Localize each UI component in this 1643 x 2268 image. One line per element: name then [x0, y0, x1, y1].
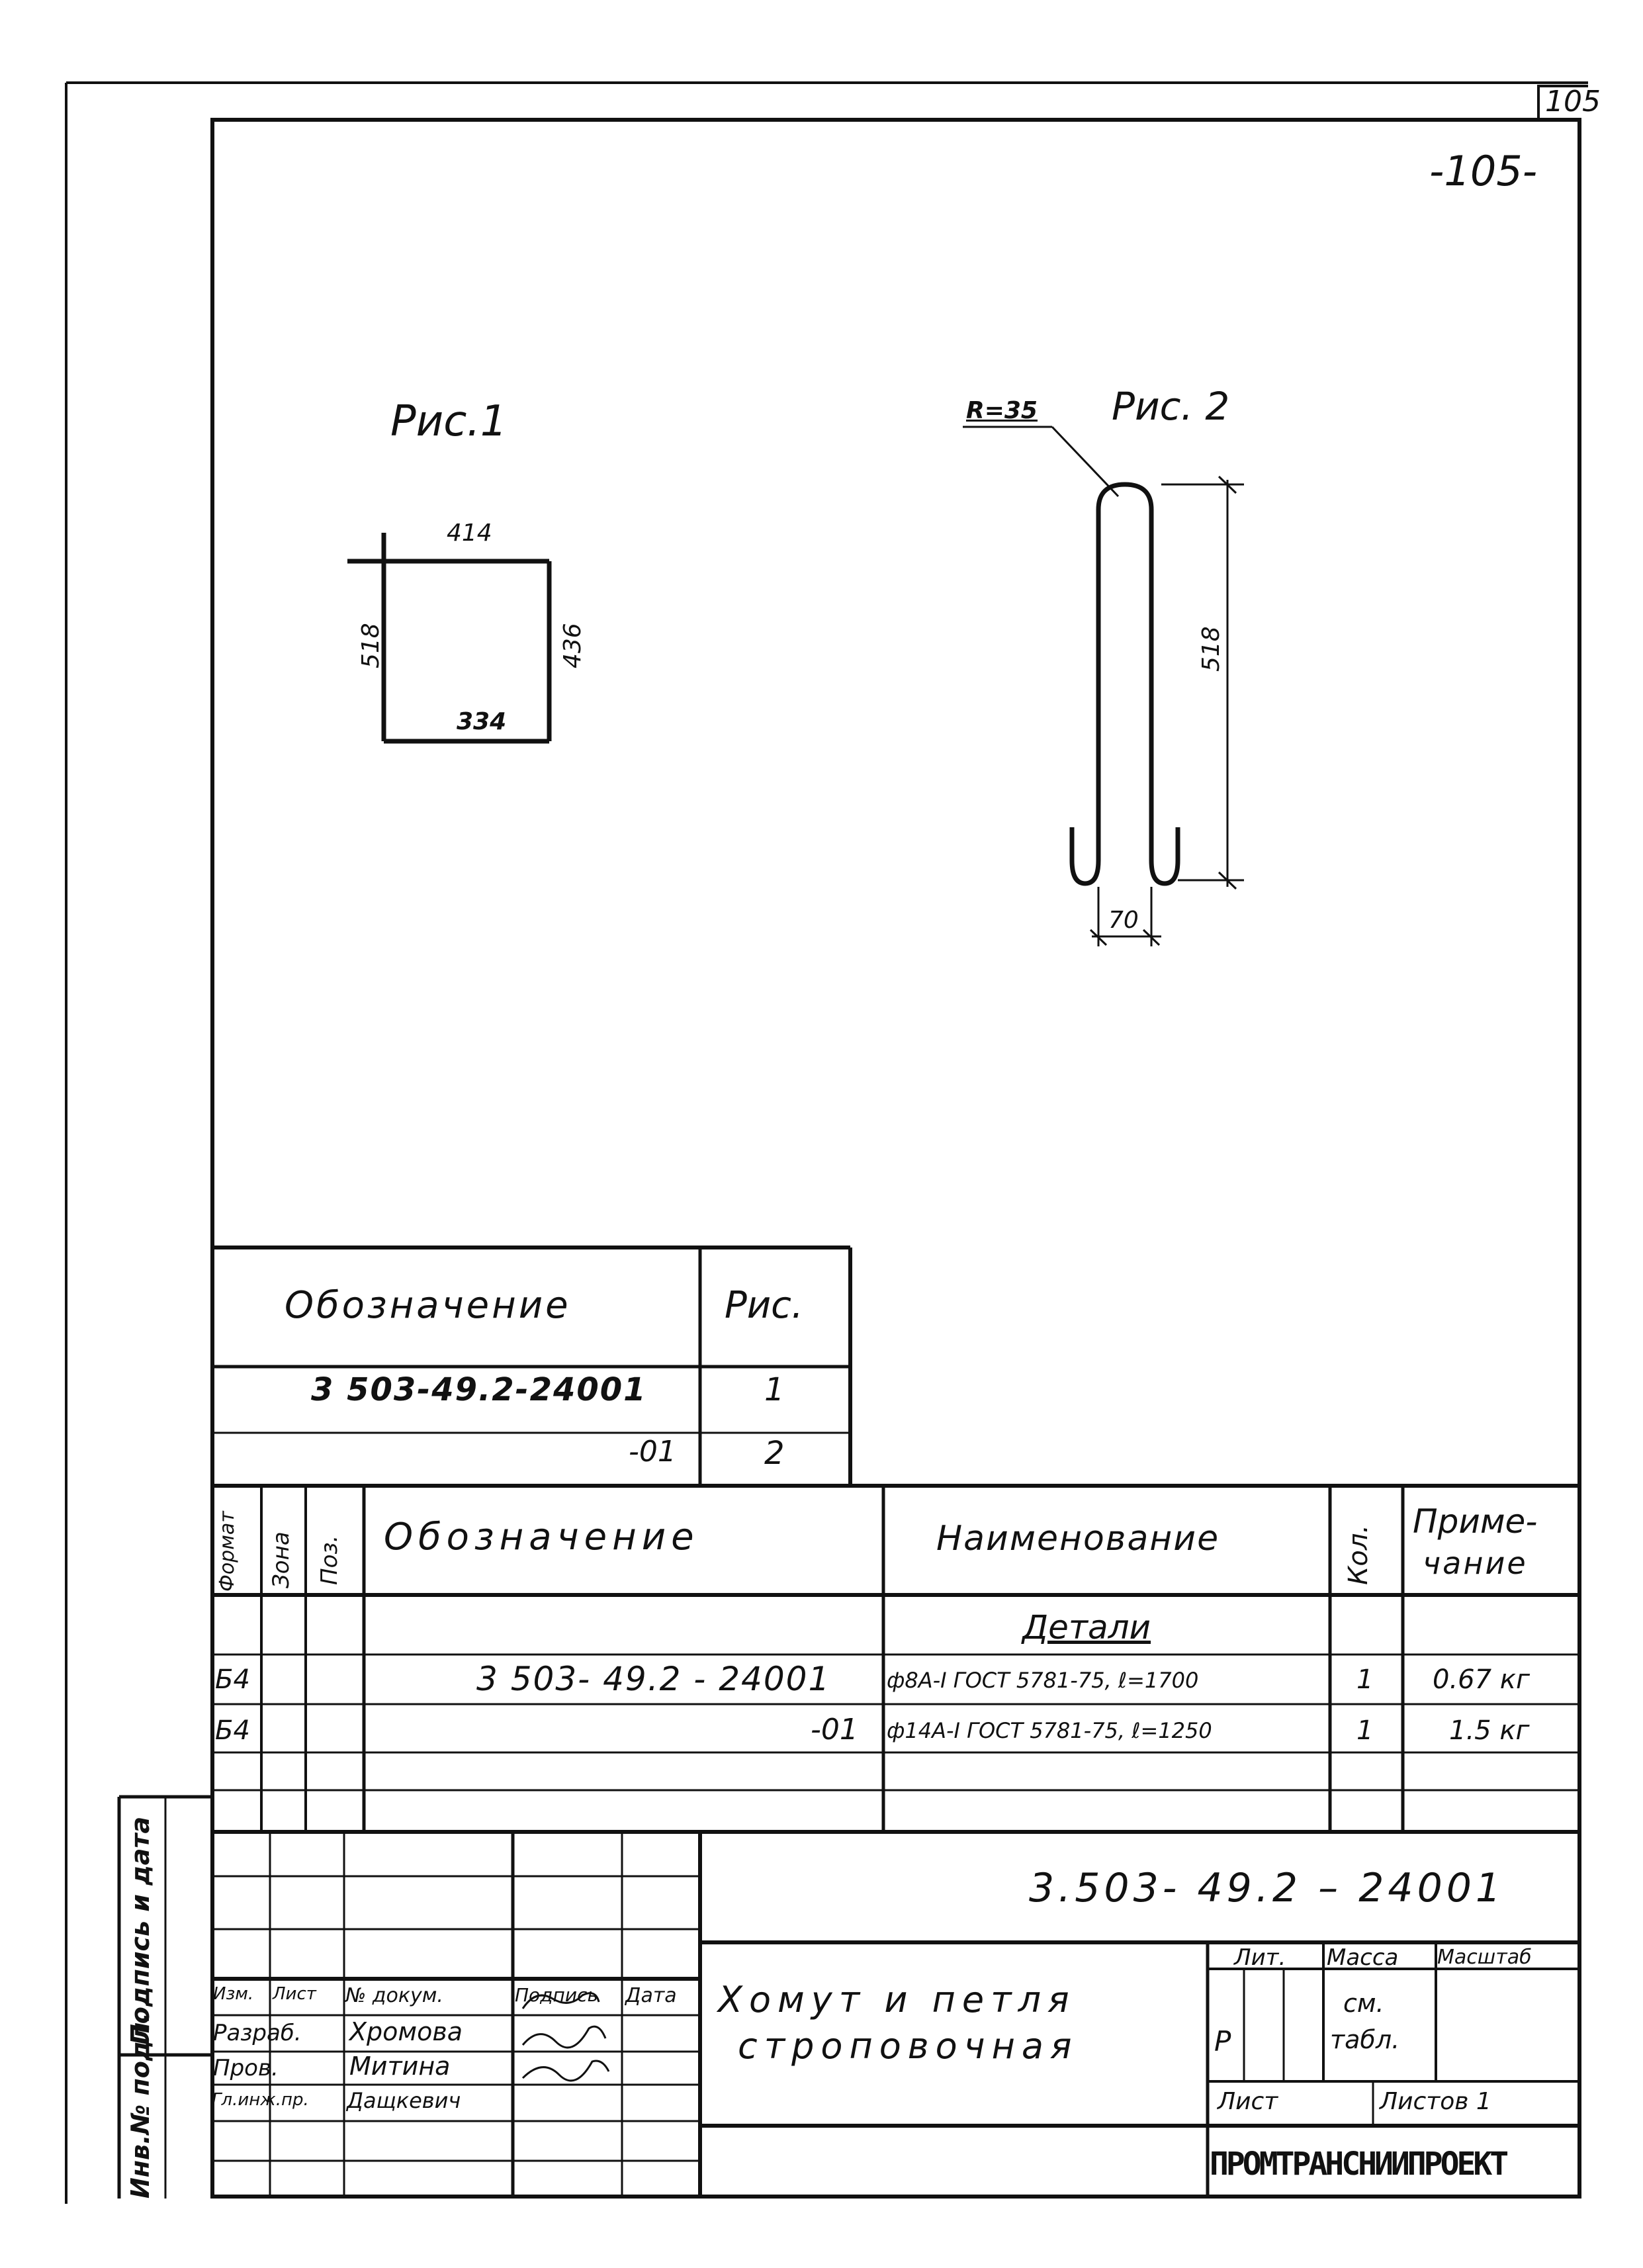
- spec-row-2-note: 1.5 кг: [1449, 1715, 1530, 1746]
- stamp-name-3: Дащкевич: [347, 2088, 461, 2113]
- fig1-dim-top: 414: [447, 520, 492, 547]
- figure-2-loop: [1069, 482, 1180, 886]
- spec-row-1-qty: 1: [1356, 1664, 1374, 1695]
- stamp-col-sign: Подпись: [515, 1984, 598, 2006]
- spec-header-note-1: Приме-: [1413, 1502, 1538, 1541]
- title-scale-header: Масштаб: [1437, 1946, 1532, 1969]
- stamp-role-1: Разраб.: [213, 2020, 302, 2046]
- title-organization: ПРОМТРАНСНИИПРОЕКТ: [1210, 2146, 1509, 2183]
- stamp-col-doc: № докум.: [345, 1984, 443, 2007]
- fig1-dim-left: 518: [357, 623, 384, 668]
- spec-row-1-note: 0.67 кг: [1433, 1664, 1530, 1695]
- title-mass-value-1: см.: [1343, 1989, 1384, 2018]
- title-lit-header: Лит.: [1234, 1944, 1286, 1971]
- figure-1-stirrup: [347, 533, 552, 744]
- spec-header-name: Наименование: [936, 1519, 1220, 1559]
- spec-header-designation: Обозначение: [384, 1516, 699, 1559]
- figure-1-label: Рис.1: [390, 397, 508, 446]
- small-table-row-2-designation: -01: [629, 1435, 676, 1469]
- page-number-corner: 105: [1545, 85, 1601, 118]
- spec-row-2-format: Б4: [215, 1715, 250, 1746]
- title-mass-value-2: табл.: [1330, 2025, 1400, 2054]
- stamp-role-3: Гл.инж.пр.: [212, 2090, 309, 2110]
- stamp-name-2: Митина: [349, 2052, 451, 2081]
- small-table-row-1-designation: 3 503-49.2-24001: [311, 1371, 647, 1408]
- title-sheets-label: Листов 1: [1380, 2088, 1491, 2115]
- fig1-dim-right: 436: [559, 623, 586, 668]
- spec-header-zone: Зона: [268, 1531, 294, 1588]
- spec-header-note-2: чание: [1423, 1545, 1528, 1581]
- page-number-handwritten: -105-: [1429, 147, 1538, 195]
- side-stamp-inv-no: Инв.№ подл.: [126, 2013, 155, 2199]
- fig1-dim-bottom: 334: [457, 708, 507, 735]
- small-table-header-fig: Рис.: [725, 1284, 803, 1327]
- spec-header-pos: Поз.: [316, 1535, 343, 1585]
- small-table-row-2-fig: 2: [764, 1435, 785, 1472]
- spec-row-2-designation: -01: [811, 1713, 858, 1746]
- stamp-role-2: Пров.: [213, 2055, 279, 2081]
- spec-header-format: Формат: [216, 1511, 239, 1592]
- fig2-dim-width: 70: [1108, 907, 1139, 934]
- stamp-col-date: Дата: [625, 1984, 677, 2007]
- spec-section-label: Детали: [1022, 1608, 1151, 1647]
- small-table-row-1-fig: 1: [764, 1371, 785, 1408]
- title-lit-value: Р: [1214, 2025, 1231, 2058]
- side-stamp-sign-date: Подпись и дата: [126, 1816, 155, 2045]
- stamp-col-izm: Изм.: [213, 1984, 254, 2004]
- spec-table-lines: [210, 1486, 1581, 1834]
- signature-marks: [521, 1992, 610, 2082]
- figure-2-label: Рис. 2: [1112, 384, 1230, 429]
- figure-2-dimensions: [963, 426, 1244, 946]
- stamp-name-1: Хромова: [349, 2017, 463, 2046]
- fig2-dim-height: 518: [1198, 626, 1225, 672]
- small-table-lines: [210, 1246, 1581, 1488]
- title-sheet-label: Лист: [1218, 2088, 1278, 2115]
- title-line-1: Хомут и петля: [718, 1979, 1076, 2020]
- title-block-doc-number: 3.503- 49.2 – 24001: [1029, 1865, 1505, 1911]
- spec-row-1-designation: 3 503- 49.2 - 24001: [476, 1660, 831, 1698]
- spec-row-1-format: Б4: [215, 1664, 250, 1695]
- title-mass-header: Масса: [1327, 1944, 1399, 1971]
- spec-header-qty: Кол.: [1343, 1524, 1374, 1585]
- spec-row-2-qty: 1: [1356, 1715, 1374, 1746]
- small-table-header-designation: Обозначение: [285, 1284, 571, 1327]
- spec-row-2-name: ф14А-I ГОСТ 5781-75, ℓ=1250: [887, 1718, 1212, 1743]
- drawing-frame: [210, 118, 1581, 2199]
- title-block-lines: [117, 1795, 1581, 2199]
- title-line-2: строповочная: [738, 2025, 1079, 2067]
- spec-row-1-name: ф8А-I ГОСТ 5781-75, ℓ=1700: [887, 1668, 1199, 1693]
- stamp-col-list: Лист: [273, 1984, 316, 2004]
- fig2-radius: R=35: [966, 397, 1038, 424]
